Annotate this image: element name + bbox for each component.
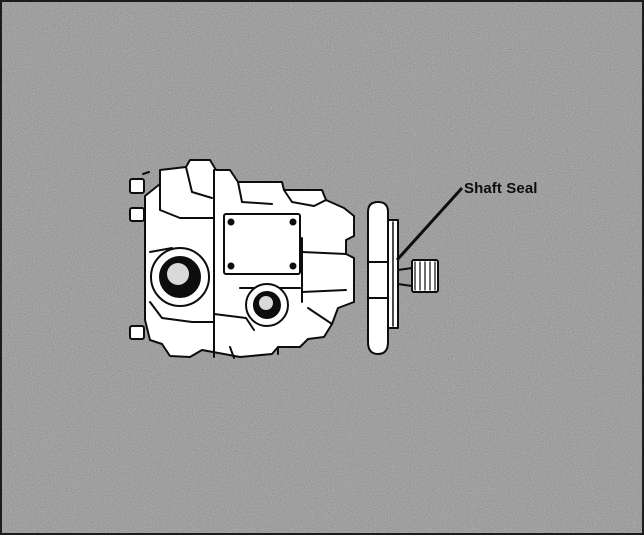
inlet-port bbox=[150, 247, 210, 307]
cover-plate bbox=[223, 213, 301, 275]
mounting-flange bbox=[367, 201, 389, 355]
callout-leader-line bbox=[395, 186, 464, 262]
shaft-seal-label: Shaft Seal bbox=[464, 180, 538, 197]
hydraulic-pump-drawing bbox=[129, 159, 439, 359]
outlet-port bbox=[245, 283, 289, 327]
